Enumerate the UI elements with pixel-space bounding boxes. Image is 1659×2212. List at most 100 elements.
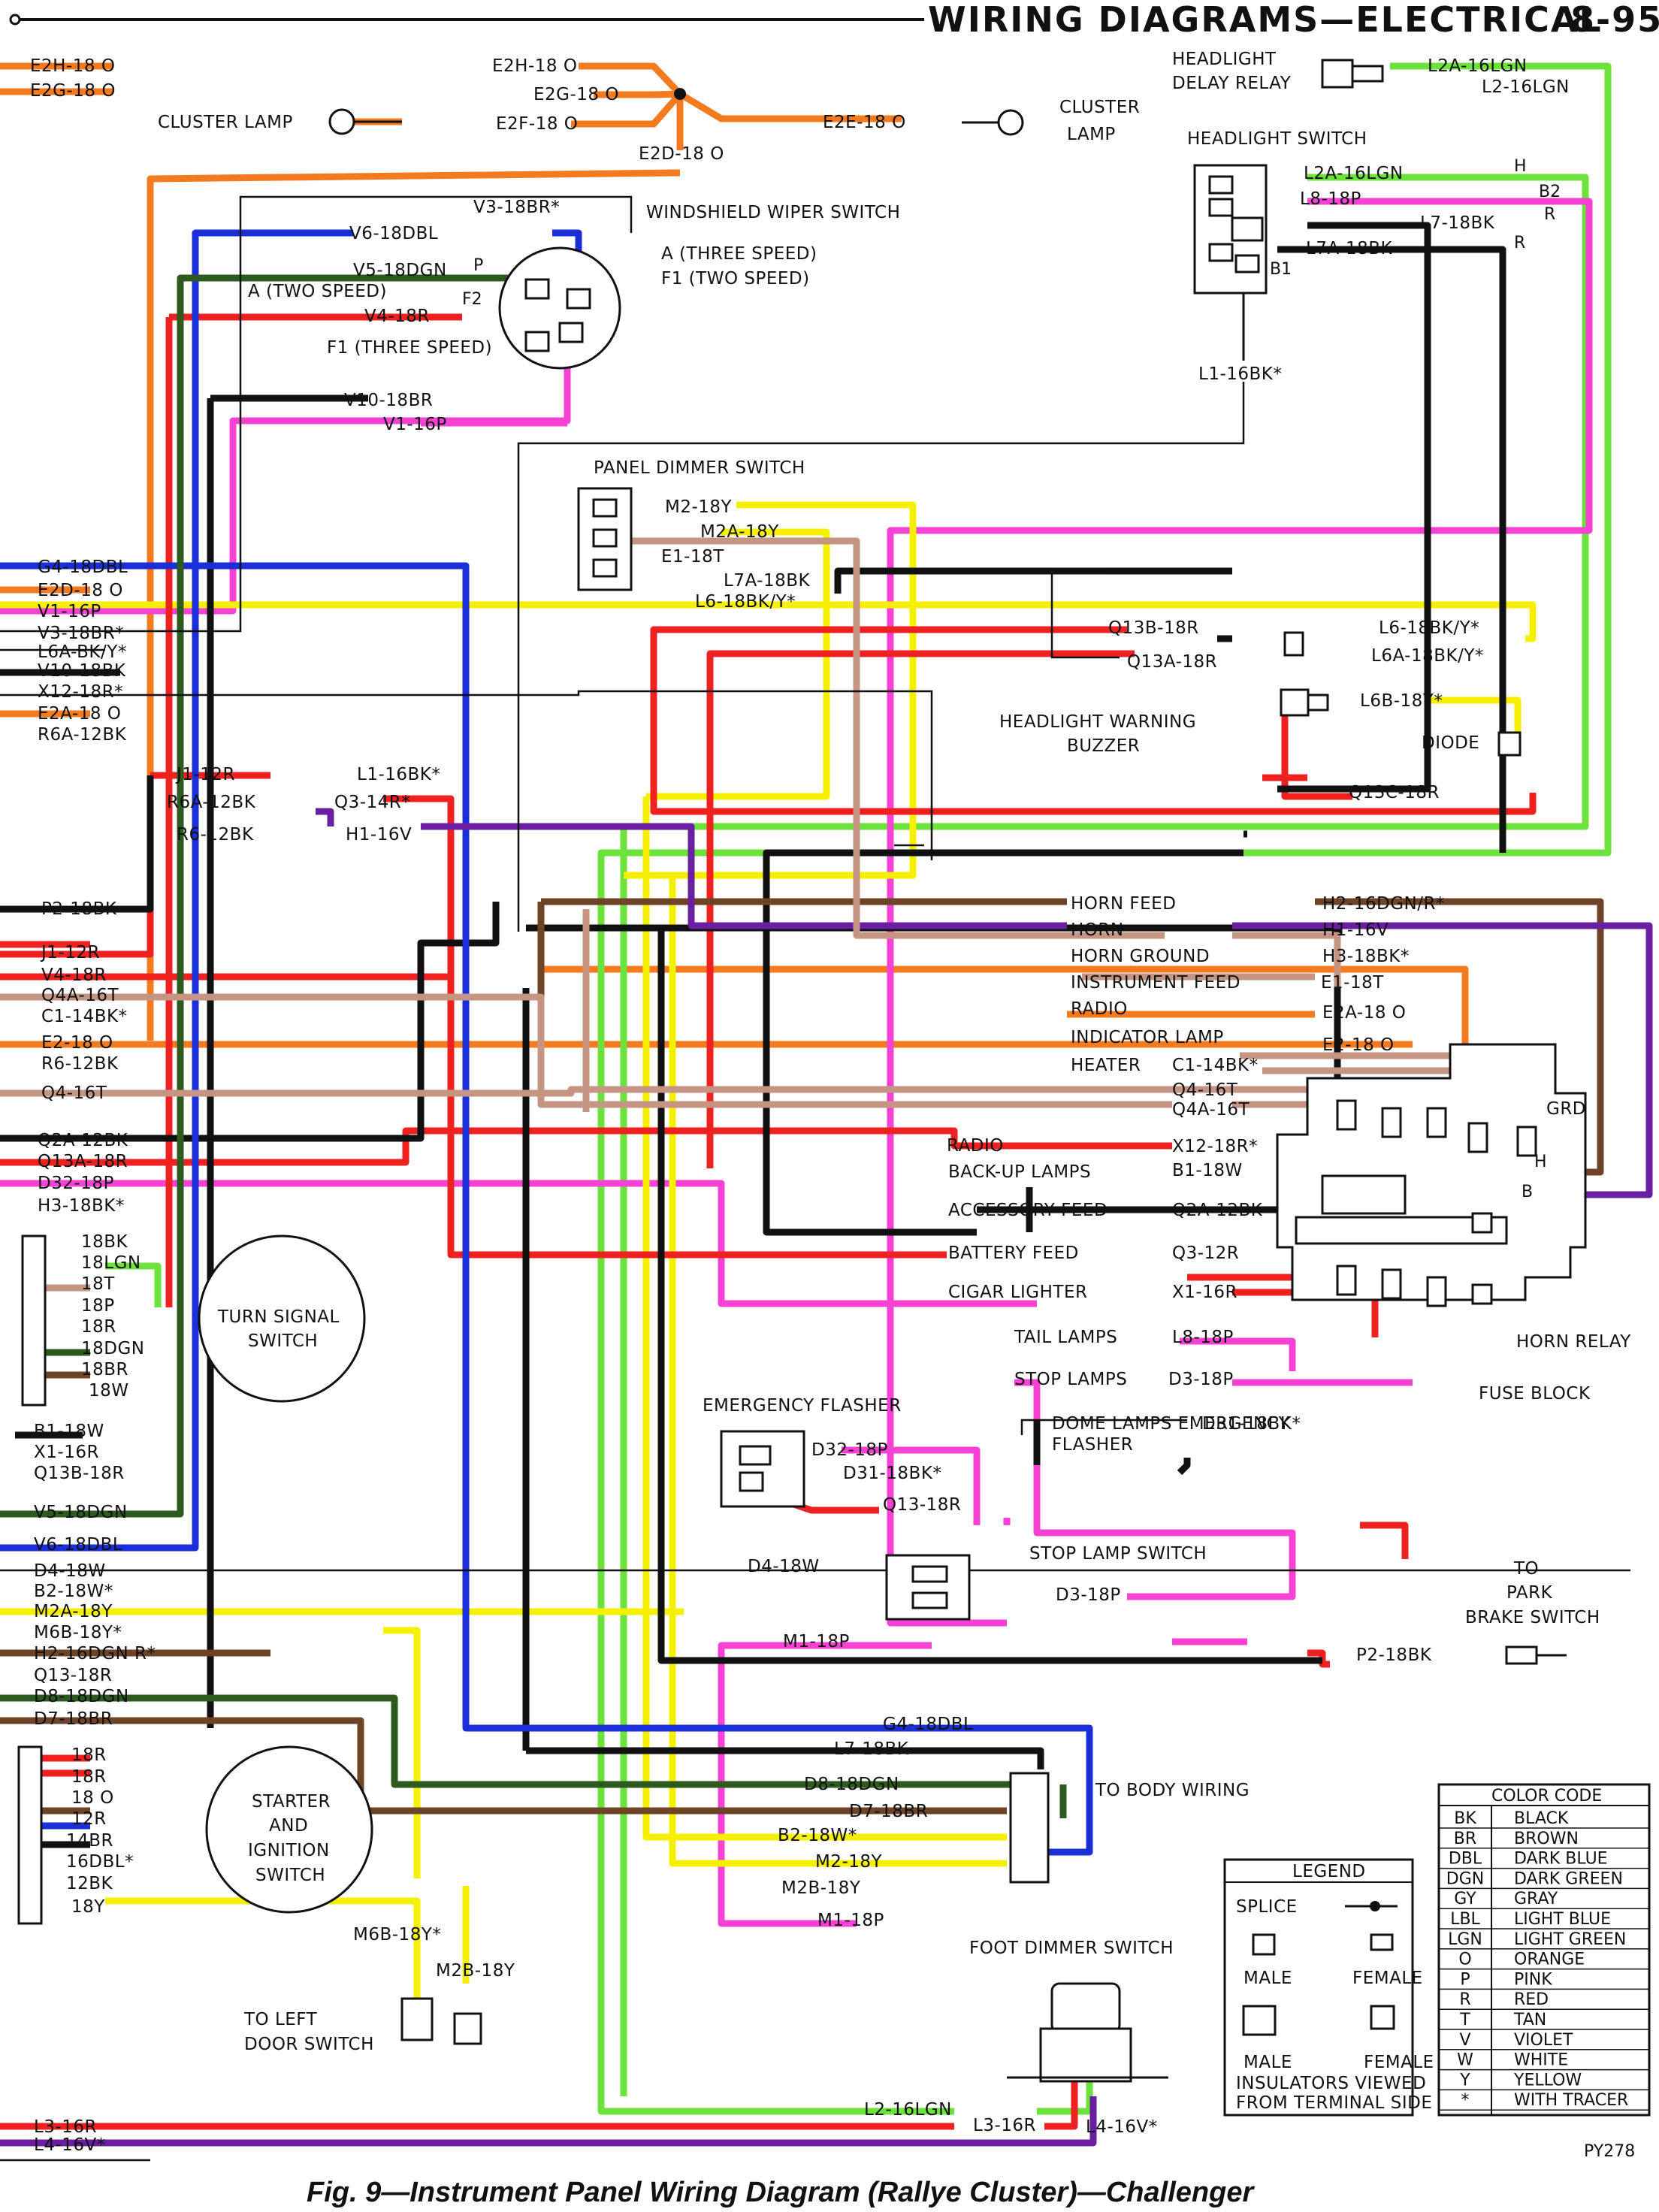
left-wire-label-16: Q4-16T bbox=[41, 1083, 107, 1103]
lower-wire-label-18: L3-16R bbox=[973, 2116, 1036, 2135]
left-wire-label-23: Q13B-18R bbox=[34, 1464, 125, 1483]
park-brake-label-2: PARK bbox=[1506, 1583, 1553, 1603]
middle-wire-label-8: L6A-18BK/Y* bbox=[1371, 646, 1484, 666]
lower-wire-label-15: M6B-18Y* bbox=[353, 1925, 441, 1945]
middle-wire-label-14: L1-16BK* bbox=[357, 765, 440, 784]
lower-wire-label-16: M2B-18Y bbox=[436, 1961, 515, 1981]
left-wire-label-33: D7-18BR bbox=[34, 1709, 113, 1729]
top-wire-label-11: L7-18BK bbox=[1420, 213, 1495, 233]
left-wire-label-11: V4-18R bbox=[41, 965, 107, 985]
lower-wire-label-6: P2-18BK bbox=[1356, 1645, 1432, 1665]
color-code-abbrev-0: BK bbox=[1454, 1809, 1476, 1828]
fuse-wire-label-14: L8-18P bbox=[1172, 1328, 1234, 1347]
color-code-name-14: WITH TRACER bbox=[1514, 2091, 1628, 2110]
figure-caption: Fig. 9—Instrument Panel Wiring Diagram (… bbox=[307, 2177, 1255, 2208]
top-wire-label-7: L2A-16LGN bbox=[1428, 56, 1528, 76]
ignition-pin-2: 18 O bbox=[71, 1788, 114, 1808]
wiper-f1-three: F1 (THREE SPEED) bbox=[327, 338, 492, 358]
page-header: WIRING DIAGRAMS—ELECTRICAL 8-95 bbox=[9, 0, 1659, 40]
diode-label: DIODE bbox=[1422, 733, 1479, 753]
left-wire-label-26: D4-18W bbox=[34, 1561, 106, 1581]
color-code-abbrev-3: DGN bbox=[1446, 1869, 1484, 1888]
ignition-pin-1: 18R bbox=[71, 1767, 107, 1787]
emergency-flasher: EMERGENCY FLASHER bbox=[703, 1396, 902, 1508]
turn-signal-pin-0: 18BK bbox=[81, 1232, 128, 1252]
fuse-circuit-label-13: STOP LAMPS bbox=[1014, 1370, 1127, 1389]
starter-ignition-switch: STARTER AND IGNITION SWITCH bbox=[17, 1745, 373, 1925]
color-code-name-5: LIGHT BLUE bbox=[1514, 1910, 1611, 1929]
turn-signal-pin-1: 18LGN bbox=[81, 1253, 141, 1273]
turn-signal-pin-5: 18DGN bbox=[81, 1339, 145, 1358]
cluster-lamp-right-label-1: CLUSTER bbox=[1059, 98, 1140, 117]
left-wire-label-31: Q13-18R bbox=[34, 1666, 112, 1685]
top-wire-label-3: E2G-18 O bbox=[533, 85, 619, 104]
terminal-b1: B1 bbox=[1270, 260, 1292, 279]
turn-signal-label-2: SWITCH bbox=[248, 1331, 318, 1351]
fuse-wire-label-16: D31-18BK* bbox=[1202, 1414, 1301, 1434]
middle-wire-label-2: E1-18T bbox=[661, 547, 724, 567]
lower-wire-label-5: M1-18P bbox=[783, 1632, 850, 1651]
left-wire-label-28: M2A-18Y bbox=[34, 1602, 113, 1621]
middle-wire-label-9: L6B-18Y* bbox=[1360, 691, 1443, 711]
lower-wire-label-7: G4-18DBL bbox=[883, 1715, 973, 1734]
wiper-speed-a: A (THREE SPEED) bbox=[661, 244, 817, 264]
emergency-flasher-label: EMERGENCY FLASHER bbox=[703, 1396, 902, 1416]
headlight-switch-label: HEADLIGHT SWITCH bbox=[1187, 129, 1367, 149]
fuse-circuit-label-7: RADIO bbox=[947, 1136, 1004, 1156]
lower-wire-label-3: D4-18W bbox=[748, 1557, 820, 1576]
left-wire-label-24: V5-18DGN bbox=[34, 1503, 128, 1522]
turn-signal-pin-4: 18R bbox=[81, 1317, 116, 1337]
left-wire-label-35: L4-16V* bbox=[34, 2135, 106, 2155]
turn-signal-pin-2: 18T bbox=[81, 1274, 115, 1294]
page-title: WIRING DIAGRAMS—ELECTRICAL bbox=[928, 0, 1603, 40]
lower-wire-label-1: D31-18BK* bbox=[843, 1464, 941, 1483]
legend-male: MALE bbox=[1243, 1969, 1292, 1988]
fuse-block-label: FUSE BLOCK bbox=[1479, 1384, 1591, 1404]
left-wire-label-18: Q13A-18R bbox=[38, 1152, 128, 1171]
middle-wire-label-12: R6A-12BK bbox=[167, 793, 256, 812]
color-code-name-3: DARK GREEN bbox=[1514, 1869, 1623, 1888]
fuse-wire-label-2: H3-18BK* bbox=[1322, 947, 1410, 966]
fuse-circuit-label-14: DOME LAMPS EMERGENCY bbox=[1052, 1414, 1290, 1434]
middle-wire-label-13: R6-12BK bbox=[177, 825, 254, 845]
color-code-name-13: YELLOW bbox=[1513, 2071, 1582, 2090]
legend-splice: SPLICE bbox=[1236, 1897, 1298, 1917]
color-code-abbrev-1: BR bbox=[1454, 1830, 1476, 1848]
legend-male-2: MALE bbox=[1243, 2053, 1292, 2072]
middle-wire-label-3: L7A-18BK bbox=[724, 571, 811, 591]
delay-relay-label-1: HEADLIGHT bbox=[1172, 50, 1277, 69]
park-brake-switch: TO PARK BRAKE SWITCH bbox=[1465, 1559, 1600, 1665]
color-code-abbrev-2: DBL bbox=[1449, 1850, 1482, 1869]
color-code-abbrev-14: * bbox=[1461, 2091, 1470, 2110]
left-wire-label-7: E2A-18 O bbox=[38, 704, 121, 724]
left-wire-label-10: J1-12R bbox=[40, 943, 100, 962]
windshield-wiper-switch: WINDSHIELD WIPER SWITCH A (THREE SPEED) … bbox=[248, 203, 900, 370]
fuse-wire-label-15: D3-18P bbox=[1168, 1370, 1234, 1389]
fuse-wire-label-9: X12-18R* bbox=[1172, 1137, 1258, 1156]
terminal-b2: B2 bbox=[1539, 183, 1561, 201]
legend-female: FEMALE bbox=[1352, 1969, 1423, 1988]
figure-code: PY278 bbox=[1584, 2142, 1635, 2161]
top-wire-label-16: V5-18DGN bbox=[353, 261, 447, 280]
left-wire-label-30: H2-16DGN R* bbox=[34, 1644, 156, 1664]
left-wire-label-12: Q4A-16T bbox=[41, 986, 119, 1005]
color-code-name-8: PINK bbox=[1514, 1970, 1552, 1989]
top-wire-label-5: E2D-18 O bbox=[639, 144, 724, 164]
fuse-wire-label-11: Q2A-12BK bbox=[1172, 1201, 1263, 1220]
splice-dot bbox=[674, 88, 686, 100]
fuse-wire-label-13: X1-16R bbox=[1172, 1283, 1237, 1302]
color-code-name-2: DARK BLUE bbox=[1514, 1850, 1608, 1869]
left-wire-label-29: M6B-18Y* bbox=[34, 1623, 122, 1642]
color-code-abbrev-6: LGN bbox=[1448, 1930, 1482, 1949]
left-wire-label-3: V3-18BR* bbox=[38, 624, 124, 643]
legend: LEGEND SPLICE MALE FEMALE MALE FEMALE IN… bbox=[1223, 1858, 1434, 2117]
fuse-wire-label-12: Q3-12R bbox=[1172, 1243, 1239, 1263]
color-code-name-0: BLACK bbox=[1514, 1809, 1569, 1828]
door-switch-label-1: TO LEFT bbox=[243, 2010, 318, 2029]
ignition-pin-7: 18Y bbox=[71, 1897, 105, 1917]
page-number: 8-95 bbox=[1570, 0, 1659, 40]
cluster-lamp-left-label: CLUSTER LAMP bbox=[158, 113, 293, 132]
fuse-block: GRD H B HORN RELAY FUSE BLOCK bbox=[1276, 1043, 1631, 1404]
left-wire-label-9: P2-18BK bbox=[41, 899, 117, 919]
